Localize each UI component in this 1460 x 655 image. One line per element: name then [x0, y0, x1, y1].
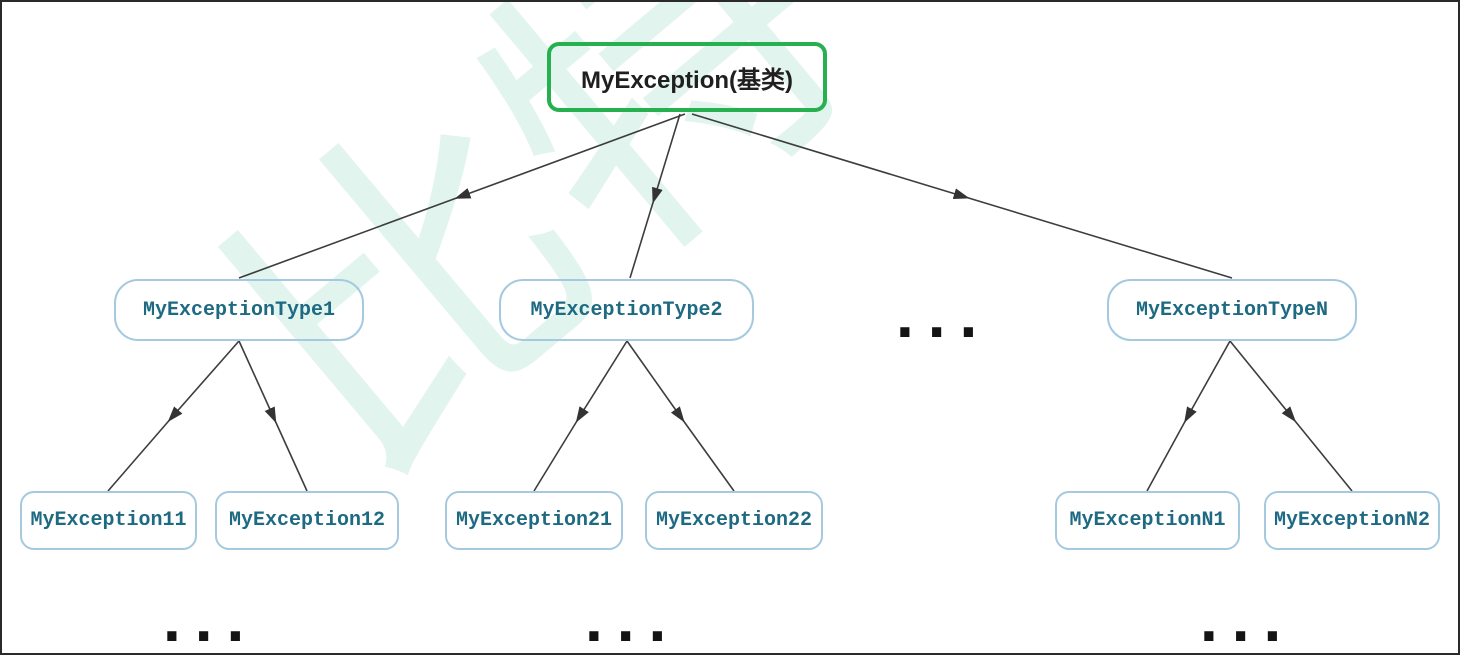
edge-type2-e22	[626, 340, 735, 492]
node-label: MyExceptionN2	[1273, 509, 1431, 532]
node-label: MyException11	[30, 509, 187, 532]
node-myexceptionN2: MyExceptionN2	[1264, 491, 1440, 550]
edge-root-type2	[629, 113, 681, 279]
edge-root-type1	[238, 113, 686, 279]
edge-type1-e12	[238, 340, 308, 492]
node-label: MyException12	[228, 509, 386, 532]
edge-typeN-eN2	[1229, 340, 1353, 492]
node-myexception12: MyException12	[215, 491, 399, 550]
node-myexceptiontypeN: MyExceptionTypeN	[1107, 279, 1357, 341]
node-myexception11: MyException11	[20, 491, 197, 550]
node-myexceptiontype2: MyExceptionType2	[499, 279, 754, 341]
node-myexception21: MyException21	[445, 491, 623, 550]
node-myexceptionN1: MyExceptionN1	[1055, 491, 1240, 550]
node-myexception-root: MyException(基类)	[547, 42, 827, 112]
node-label: MyExceptionN1	[1069, 509, 1226, 532]
edge-type2-e21	[533, 340, 628, 492]
edge-root-typeN	[691, 113, 1233, 279]
node-label: MyException(基类)	[580, 66, 793, 94]
node-label: MyExceptionType1	[142, 298, 336, 322]
node-label: MyException21	[455, 509, 613, 532]
edge-typeN-eN1	[1146, 340, 1231, 492]
node-label: MyException22	[655, 509, 813, 532]
node-myexceptiontype1: MyExceptionType1	[114, 279, 364, 341]
node-label: MyExceptionTypeN	[1135, 298, 1329, 322]
node-myexception22: MyException22	[645, 491, 823, 550]
edge-type1-e11	[107, 340, 240, 492]
node-label: MyExceptionType2	[530, 298, 723, 322]
